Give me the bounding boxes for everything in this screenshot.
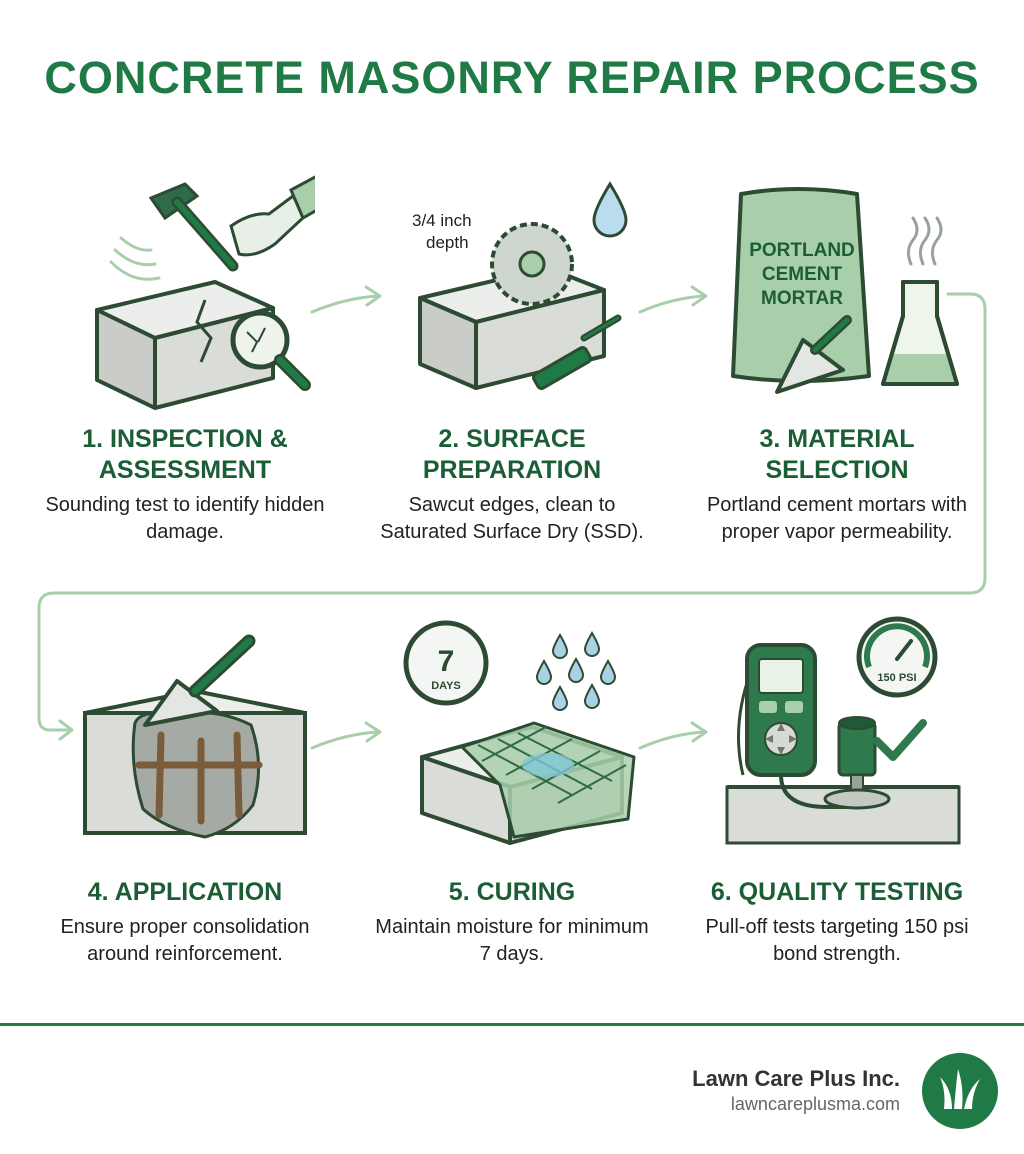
step-4: 4. APPLICATION Ensure proper consolidati… (40, 615, 330, 968)
step-5: 7 DAYS 5. CURING Maintain moisture for m… (367, 615, 657, 968)
depth-annotation-line1: 3/4 inch (412, 211, 472, 230)
flask-icon (881, 216, 959, 386)
timer-icon: 7 DAYS (403, 620, 489, 706)
water-drop-icon (592, 181, 628, 238)
depth-annotation-line2: depth (426, 233, 469, 252)
step-5-description: Maintain moisture for minimum 7 days. (375, 916, 649, 965)
application-illustration (83, 634, 307, 839)
curing-illustration: 7 DAYS (403, 620, 636, 845)
step-1: 1. INSPECTION & ASSESSMENT Sounding test … (40, 170, 330, 546)
step-3-title-line1: 3. MATERIAL (759, 425, 915, 453)
gauge-icon: 150 PSI (856, 616, 938, 698)
inspection-illustration (95, 175, 315, 410)
hammer-icon (148, 175, 315, 272)
grass-logo-icon (922, 1053, 998, 1129)
step-1-title-line2: ASSESSMENT (98, 456, 272, 484)
surface-prep-illustration: 3/4 inch depth (412, 181, 628, 390)
step-5-title: 5. CURING (448, 878, 576, 906)
company-info: Lawn Care Plus Inc. lawncareplusma.com (692, 1066, 900, 1115)
step-1-title-line1: 1. INSPECTION & (82, 425, 288, 453)
step-6-description: Pull-off tests targeting 150 psi bond st… (705, 916, 969, 965)
bag-label-line3: MORTAR (761, 288, 843, 309)
step-4-title: 4. APPLICATION (87, 878, 283, 906)
step-3-description: Portland cement mortars with proper vapo… (706, 494, 968, 543)
check-icon (873, 719, 927, 761)
bag-label-line2: CEMENT (762, 264, 843, 285)
step-6: 150 PSI 6. QUALITY TESTING Pull-off test… (692, 615, 982, 968)
magnifier-icon (230, 310, 311, 391)
saw-blade-icon (490, 222, 574, 306)
step-1-description: Sounding test to identify hidden damage. (45, 494, 325, 543)
step-4-description: Ensure proper consolidation around reinf… (60, 916, 310, 965)
step-3: PORTLAND CEMENT MORTAR 3. MATERIAL SELECT… (692, 170, 982, 546)
material-selection-illustration: PORTLAND CEMENT MORTAR (731, 187, 959, 394)
company-url[interactable]: lawncareplusma.com (730, 1094, 900, 1114)
company-name: Lawn Care Plus Inc. (692, 1066, 900, 1091)
step-2-description: Sawcut edges, clean to Saturated Surface… (380, 494, 644, 543)
step-3-title-line2: SELECTION (765, 456, 909, 484)
brush-icon (531, 314, 622, 390)
rebar-icon (135, 731, 263, 825)
water-drop-icon (535, 631, 617, 711)
burlap-icon (460, 721, 636, 839)
trowel-icon (775, 315, 852, 394)
gauge-label: 150 PSI (877, 672, 916, 684)
step-2: 3/4 inch depth 2. SURFACE PREPARATION Saw… (367, 170, 657, 546)
trowel-icon (143, 634, 256, 727)
timer-number: 7 (438, 645, 455, 678)
step-2-title-line2: PREPARATION (422, 456, 602, 484)
timer-unit: DAYS (431, 680, 461, 692)
quality-testing-illustration: 150 PSI (725, 616, 961, 845)
page-title: CONCRETE MASONRY REPAIR PROCESS (44, 52, 980, 103)
tester-icon (745, 643, 817, 777)
step-6-title: 6. QUALITY TESTING (710, 878, 964, 906)
footer-divider (0, 1023, 1024, 1026)
bag-label-line1: PORTLAND (749, 240, 855, 261)
step-2-title-line1: 2. SURFACE (438, 425, 586, 453)
